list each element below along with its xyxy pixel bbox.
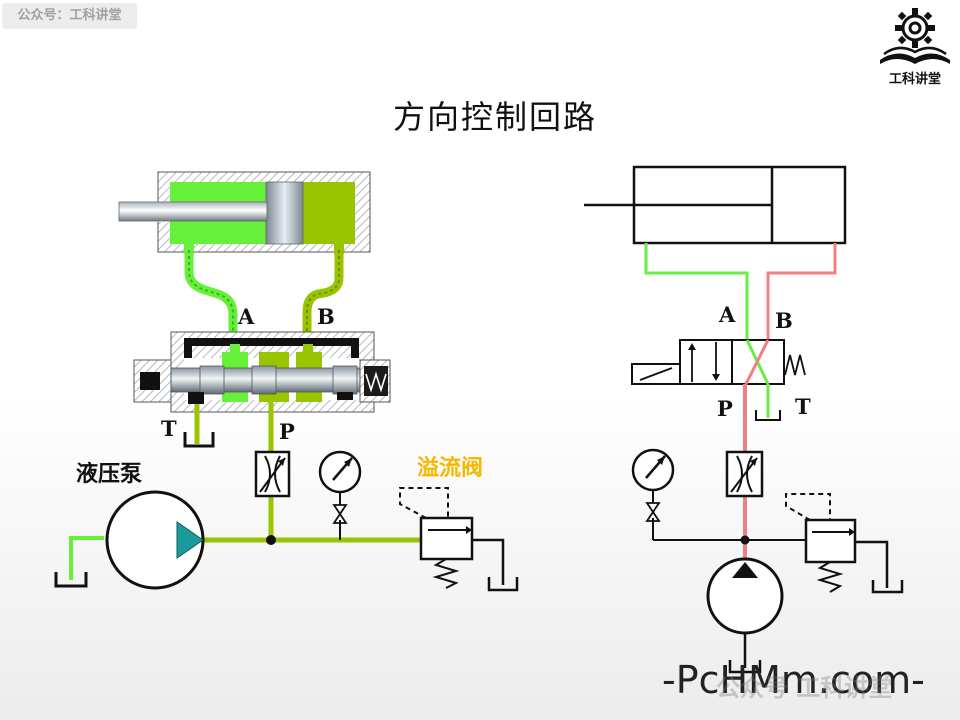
directional-valve-symbol	[631, 339, 806, 385]
port-label-p-right: P	[717, 396, 733, 421]
cylinder-symbol	[584, 165, 847, 245]
tank-symbol-t	[183, 432, 215, 448]
relief-valve-icon-right	[785, 493, 904, 594]
pump-icon	[105, 490, 205, 590]
flow-control-valve-icon	[254, 450, 291, 498]
flow-control-valve-icon-right	[725, 450, 764, 498]
junction-dot-right	[740, 535, 750, 545]
watermark-tag: 公众号：工科讲堂	[2, 3, 137, 29]
tank-symbol-t-right	[755, 410, 781, 421]
tank-symbol-pump	[54, 572, 88, 588]
page-title: 方向控制回路	[392, 98, 597, 136]
pressure-gauge-icon-right	[631, 448, 675, 522]
site-watermark: -PcHMm.com-	[662, 658, 925, 702]
suction-line	[69, 536, 104, 580]
pump-label: 液压泵	[76, 462, 143, 487]
footer-watermark: 公众号 工科讲堂	[716, 674, 893, 702]
line-b	[766, 243, 837, 340]
junction-dot	[266, 535, 276, 545]
spool-valve	[133, 331, 391, 413]
pump-icon-right	[706, 557, 784, 674]
port-label-a: A	[238, 304, 255, 329]
hydraulic-cylinder	[118, 171, 371, 254]
logo-text: 工科讲堂	[888, 72, 941, 87]
relief-valve-label: 溢流阀	[417, 456, 484, 481]
port-label-p: P	[279, 419, 295, 444]
pressure-gauge-icon	[318, 450, 362, 524]
line-a	[644, 243, 749, 340]
port-label-b-right: B	[775, 308, 793, 333]
gear-book-icon	[880, 8, 950, 64]
hose-b-stripe	[306, 250, 340, 348]
hose-a-stripe	[188, 250, 234, 348]
port-label-t: T	[161, 416, 177, 441]
port-label-a-right: A	[719, 302, 736, 327]
port-label-b: B	[317, 304, 335, 329]
port-label-t-right: T	[795, 394, 811, 419]
relief-valve-icon	[399, 487, 519, 592]
